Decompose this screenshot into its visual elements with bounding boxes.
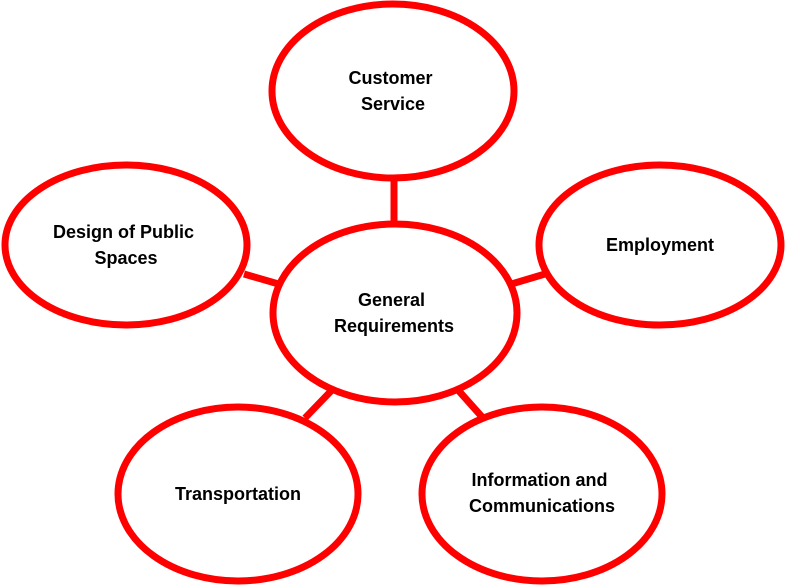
node-label: Transportation	[175, 484, 301, 504]
connector-design-public-spaces	[243, 270, 283, 289]
node-label: Employment	[606, 235, 714, 255]
connector-information-communications	[455, 387, 486, 421]
node-label: Information and Communications	[469, 470, 615, 516]
connector-transportation	[302, 387, 335, 421]
node-label: Design of Public Spaces	[53, 222, 199, 268]
center-label: General Requirements	[334, 290, 454, 336]
node-employment: Employment	[535, 161, 785, 329]
node-customer-service: Customer Service	[268, 0, 518, 182]
node-general-requirements: General Requirements	[269, 220, 521, 406]
node-design-public-spaces: Design of Public Spaces	[1, 161, 251, 329]
node-transportation: Transportation	[114, 403, 362, 585]
node-information-communications: Information and Communications	[418, 403, 666, 585]
connector-employment	[507, 270, 546, 289]
node-label: Customer Service	[348, 68, 437, 114]
